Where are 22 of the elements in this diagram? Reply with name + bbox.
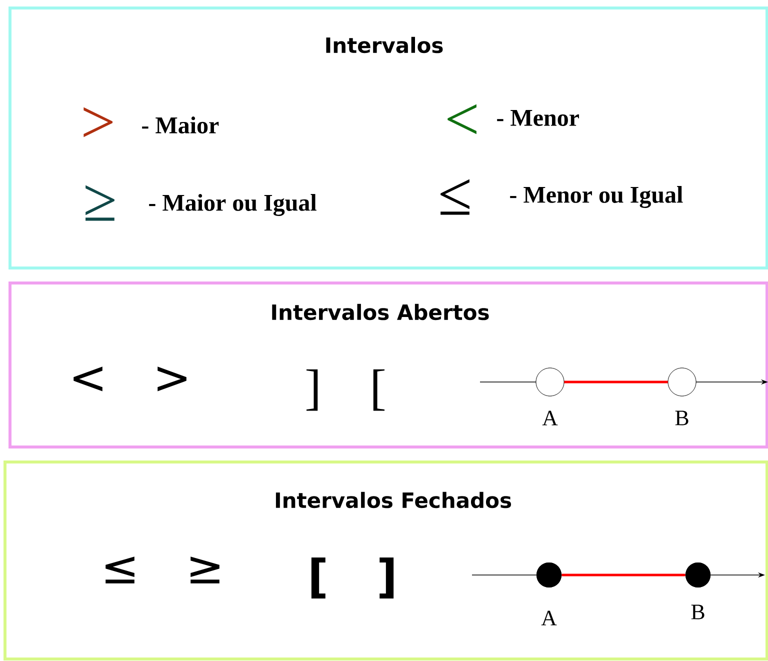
- symbol: [: [373, 369, 385, 411]
- symbol: ≤: [440, 179, 470, 215]
- symbol: ≤: [106, 556, 134, 584]
- symbol: [: [311, 558, 326, 599]
- symbol: ]: [306, 369, 318, 411]
- point-label: A: [541, 610, 557, 626]
- segment: [562, 574, 686, 576]
- symbol: ≥: [86, 185, 114, 221]
- description-text: - Menor ou Igual: [510, 186, 683, 208]
- symbol: ]: [380, 558, 394, 599]
- description-text: - Menor: [497, 110, 579, 126]
- point-label: B: [691, 604, 704, 620]
- description-text: - Maior ou Igual: [149, 194, 316, 216]
- segment: [564, 380, 668, 384]
- symbol: <: [448, 104, 476, 134]
- description-text: - Maior: [142, 116, 219, 134]
- symbol: ≥: [190, 556, 220, 584]
- symbol: >: [158, 366, 186, 392]
- point-label: B: [675, 410, 688, 426]
- symbol: >: [84, 107, 113, 138]
- symbol: <: [74, 366, 102, 392]
- point-label: A: [542, 410, 558, 426]
